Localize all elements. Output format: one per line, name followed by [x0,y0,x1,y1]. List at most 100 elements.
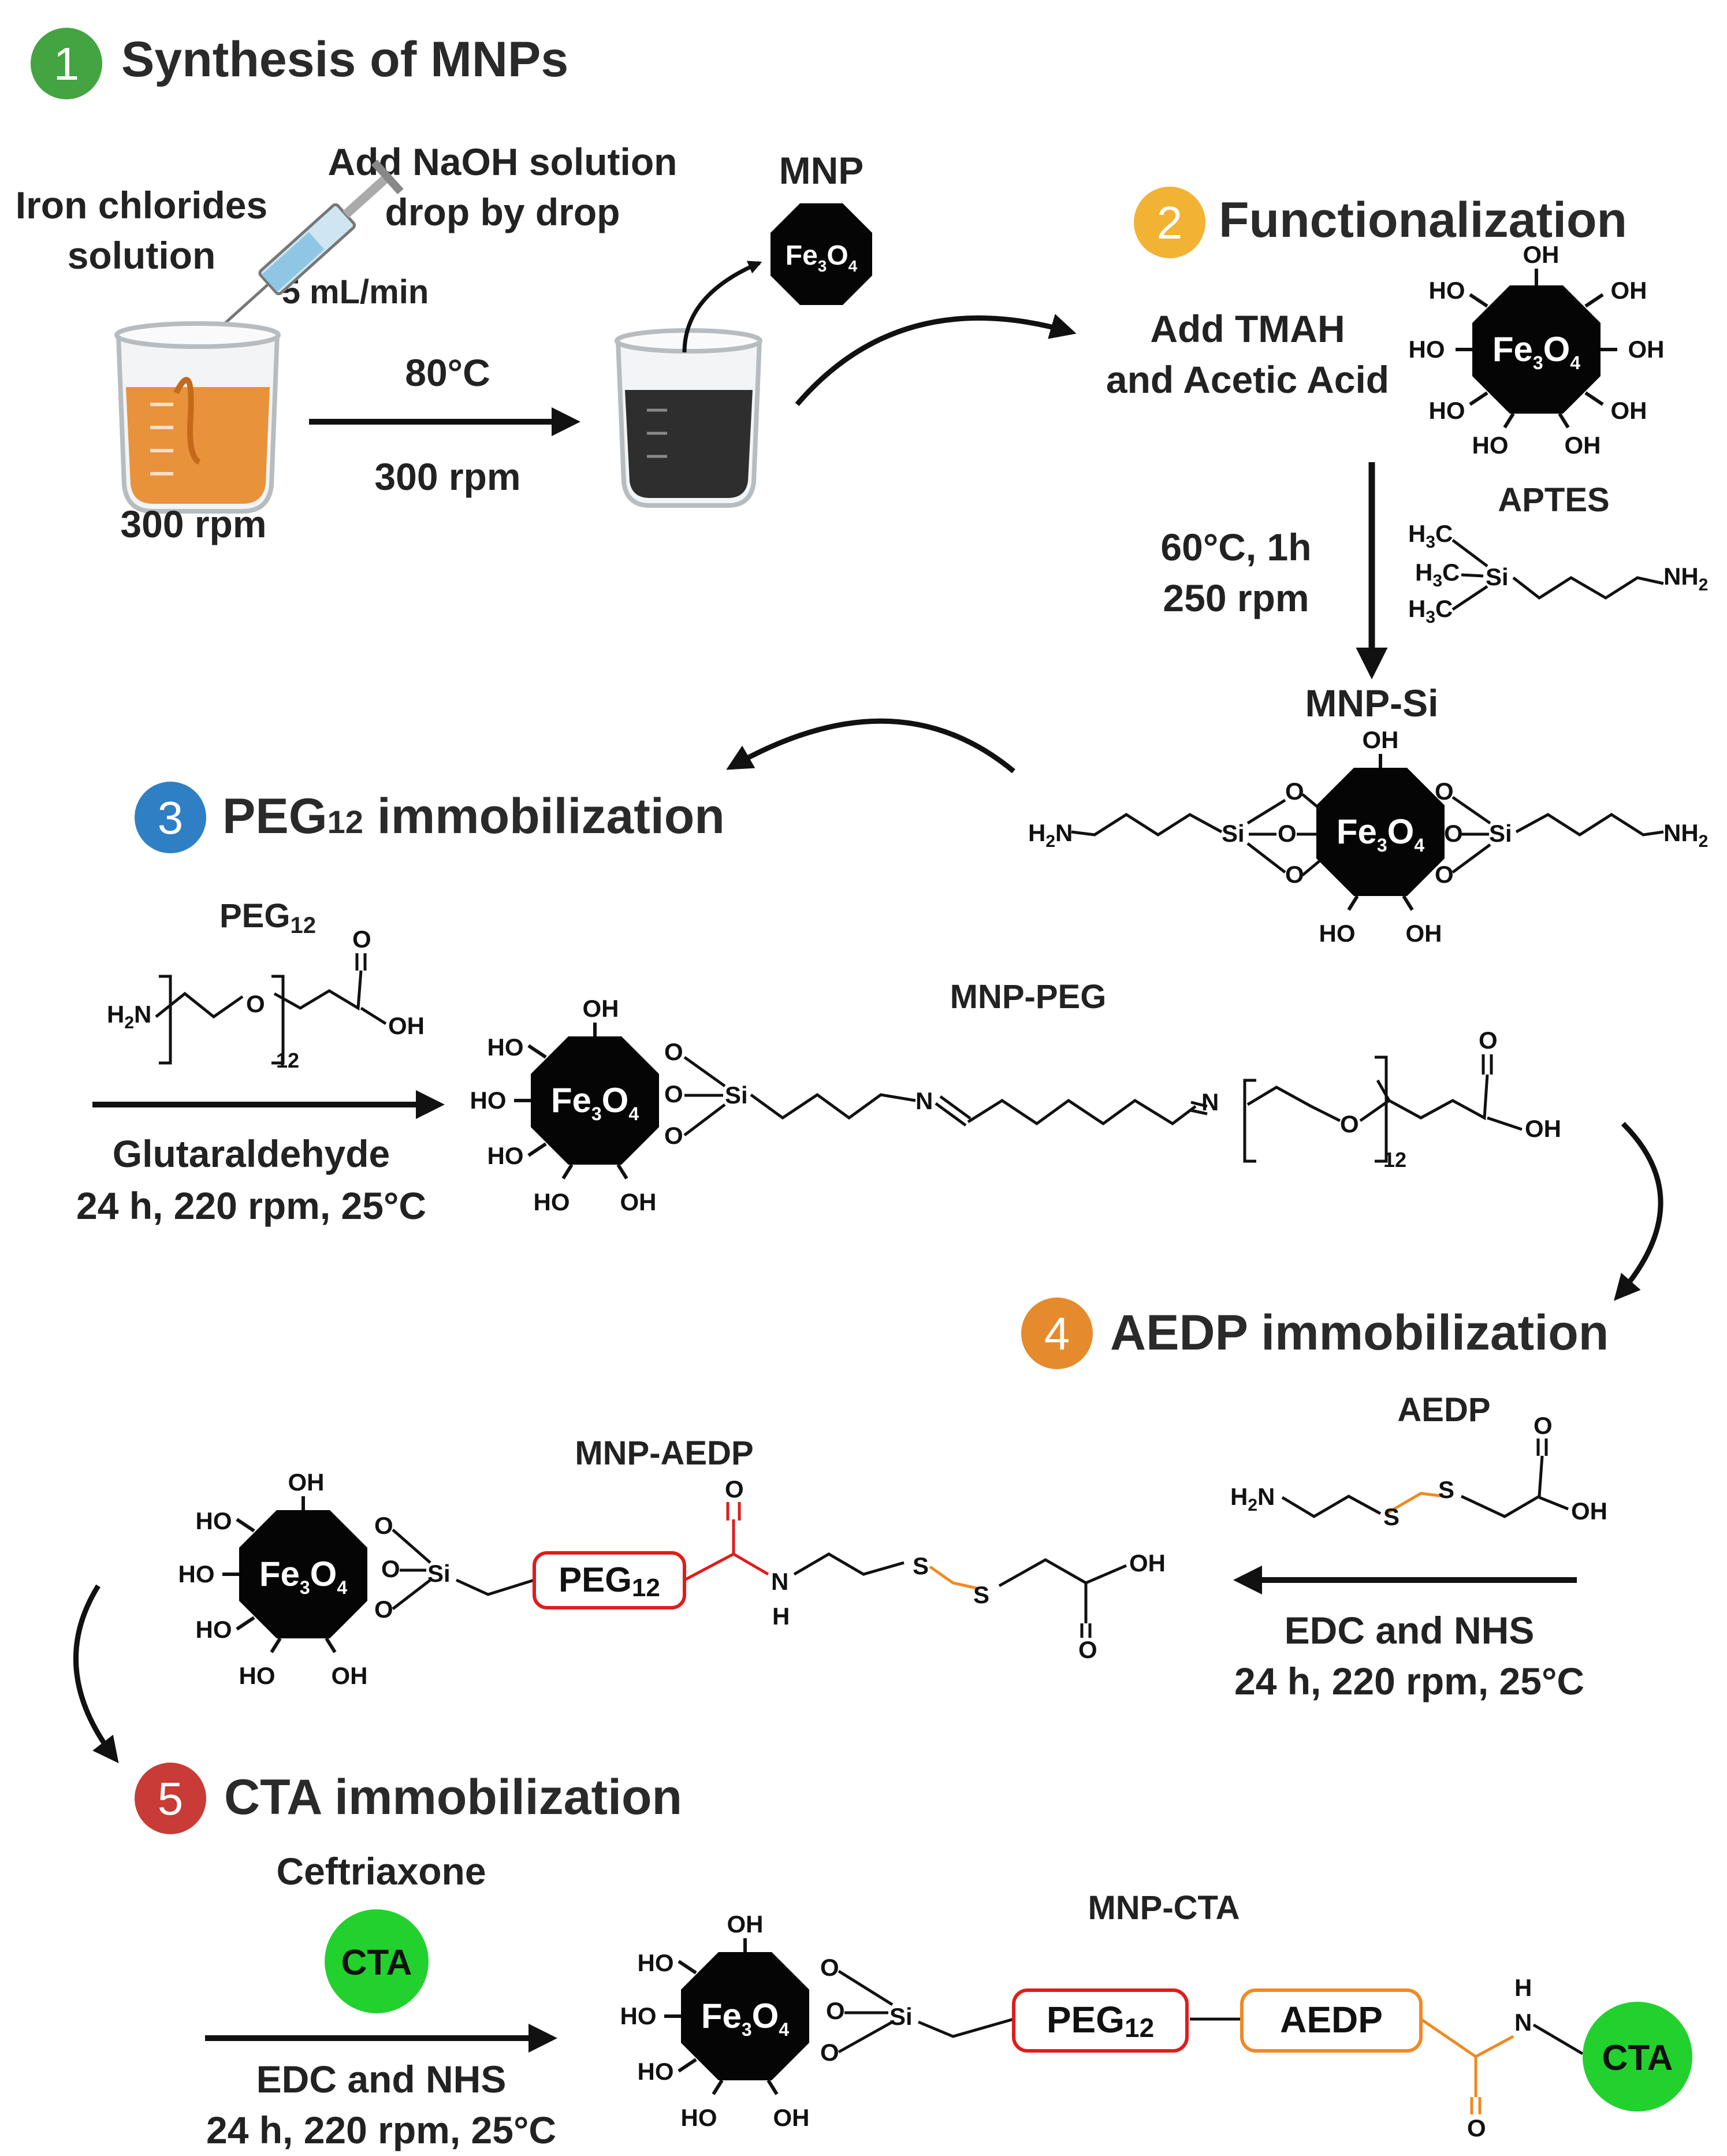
svg-text:H3C: H3C [1408,595,1453,627]
mnp-aedp-label: MNP-AEDP [575,1434,753,1472]
svg-text:Fe3O4: Fe3O4 [551,1081,639,1124]
peg12-structure: H2N O O OH 12 [107,925,425,1072]
beaker-orange-icon [114,321,281,514]
beaker-black-icon [615,328,762,508]
svg-text:O: O [1435,778,1454,805]
svg-text:OH: OH [620,1188,657,1215]
svg-text:OH: OH [1406,920,1442,947]
svg-text:O: O [1479,1027,1498,1054]
svg-text:HO: HO [487,1142,524,1169]
svg-text:Si: Si [1489,820,1512,847]
svg-text:O: O [820,1954,839,1981]
mnp-cta-structure: Fe3O4 OH HO HO HO HO OH O O O Si PEG12 A… [620,1910,1692,2142]
svg-text:HO: HO [1319,920,1356,947]
svg-text:O: O [1285,861,1304,888]
svg-text:H3C: H3C [1415,559,1460,590]
svg-text:O: O [374,1512,393,1539]
svg-text:CTA: CTA [341,1943,412,1983]
svg-text:HO: HO [638,1949,674,1976]
svg-text:HO: HO [1409,336,1445,363]
to-step5-arrow [73,1584,119,1764]
arrow-rpm-label: 300 rpm [374,455,520,498]
to-step3-arrow [726,718,1015,774]
mnp-peg-label: MNP-PEG [950,978,1107,1016]
step4-number: 4 [1044,1308,1070,1359]
step3-header: 3 PEG12 immobilization [135,782,725,853]
svg-text:O: O [374,1596,393,1623]
hydroxylated-mnp: Fe3O4 OH HO OH HO OH HO OH HO OH [1409,241,1665,459]
svg-text:HO: HO [196,1616,232,1643]
svg-text:OH: OH [1611,277,1647,304]
aedp-structure: H2N S S O OH [1230,1412,1607,1530]
svg-text:O: O [725,1475,744,1503]
svg-text:OH: OH [1611,397,1647,424]
svg-text:O: O [1078,1636,1097,1663]
step3-badge [135,782,206,853]
step4-cond: 24 h, 220 rpm, 25°C [1234,1660,1584,1703]
glutaraldehyde-label: Glutaraldehyde [113,1132,390,1175]
svg-text:H2N: H2N [1230,1483,1275,1515]
step2-cond-1: 60°C, 1h [1160,526,1311,568]
svg-text:Si: Si [725,1081,748,1109]
svg-text:O: O [664,1122,683,1149]
svg-text:H2N: H2N [107,1001,151,1032]
svg-text:OH: OH [288,1469,325,1496]
svg-text:O: O [1285,778,1304,805]
step5-cond: 24 h, 220 rpm, 25°C [206,2109,556,2151]
step4-title: AEDP immobilization [1110,1305,1609,1360]
mnp-aedp-structure: Fe3O4 OH HO HO HO HO OH O O O Si PEG12 O… [178,1469,1166,1689]
svg-text:O: O [1435,861,1454,888]
svg-text:N: N [1201,1088,1219,1116]
peg12-label: PEG12 [219,897,316,938]
svg-text:O: O [246,990,265,1017]
svg-text:O: O [1467,2114,1486,2142]
step1-title: Synthesis of MNPs [121,32,568,87]
peg12-box-label-2: PEG12 [1047,1999,1154,2043]
step4-reagent: EDC and NHS [1285,1609,1535,1652]
svg-text:S: S [913,1552,929,1579]
svg-text:HO: HO [196,1507,232,1534]
svg-text:HO: HO [239,1662,276,1689]
step2-cond-2: 250 rpm [1163,577,1309,619]
step2-number: 2 [1157,197,1183,248]
svg-text:O: O [664,1080,683,1107]
svg-text:N: N [1514,2009,1532,2036]
tmah-label: Add TMAH [1150,307,1345,350]
naoh-label: Add NaOH solution [328,140,678,183]
step1-badge [31,28,102,99]
svg-text:OH: OH [388,1012,425,1039]
svg-text:OH: OH [1628,336,1665,363]
particle-formation-arrow [682,261,762,353]
svg-text:HO: HO [470,1087,507,1114]
step2-badge [1134,187,1205,258]
peg12-box-label: PEG12 [559,1560,660,1602]
mnp-peg-structure: Fe3O4 OH HO HO HO HO OH O O O Si N N O O… [470,995,1562,1215]
svg-text:Fe3O4: Fe3O4 [259,1555,348,1598]
svg-text:OH: OH [1363,726,1399,753]
to-step4-arrow [1614,1121,1663,1301]
svg-text:S: S [973,1581,989,1608]
svg-text:H: H [772,1603,790,1630]
svg-text:OH: OH [583,995,619,1022]
svg-text:HO: HO [534,1188,570,1215]
svg-text:OH: OH [1129,1549,1166,1577]
svg-text:S: S [1438,1476,1454,1503]
svg-text:HO: HO [1429,397,1465,424]
svg-text:N: N [915,1087,933,1114]
svg-text:O: O [1444,820,1463,847]
svg-text:OH: OH [1523,241,1559,268]
svg-text:O: O [381,1555,400,1582]
step3-cond: 24 h, 220 rpm, 25°C [76,1184,426,1227]
svg-text:HO: HO [620,2002,657,2029]
svg-text:12: 12 [276,1049,299,1072]
step5-reagent: EDC and NHS [256,2058,507,2101]
svg-text:OH: OH [1525,1115,1561,1142]
svg-text:O: O [1340,1110,1359,1138]
mnp-cta-label: MNP-CTA [1088,1889,1240,1927]
step4-badge [1021,1298,1093,1369]
mnp-particle: Fe3O4 [771,203,872,305]
svg-text:Fe3O4: Fe3O4 [1492,330,1581,373]
svg-text:HO: HO [681,2104,717,2131]
svg-text:O: O [1278,820,1297,847]
